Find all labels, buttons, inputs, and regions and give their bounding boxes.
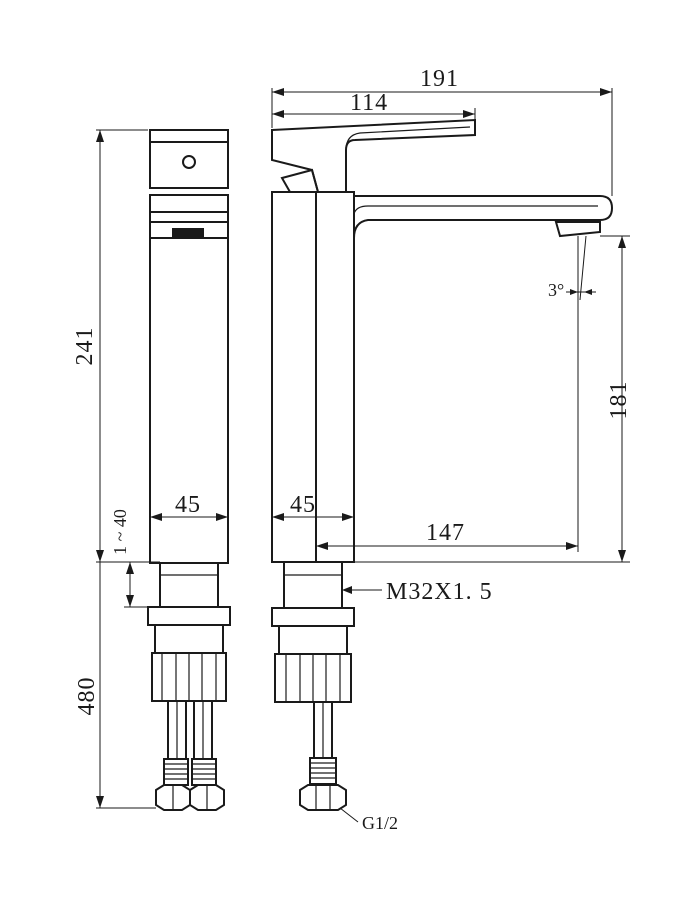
- front-aerator-icon: [172, 228, 204, 238]
- side-hose-braid-icon: [309, 757, 337, 785]
- front-hose-braid-icon: [163, 758, 217, 786]
- front-shank: [159, 562, 219, 608]
- dim-counter-thickness: 1 ~ 40: [110, 509, 130, 555]
- side-shank: [283, 561, 343, 609]
- dim-overall-length: 191: [420, 66, 459, 92]
- side-aerator-icon: [554, 221, 601, 238]
- dim-spout-height: 181: [606, 381, 632, 420]
- callout-thread: M32X1. 5: [386, 579, 493, 605]
- dim-total-height: 241: [72, 327, 98, 366]
- dim-front-width: 45: [175, 492, 201, 518]
- dim-spout-projection: 147: [426, 520, 465, 546]
- dim-spout-angle: 3°: [548, 280, 564, 300]
- front-hex-nut-right-icon: [189, 784, 225, 811]
- front-view: [147, 129, 231, 811]
- dimension-lines: [96, 88, 630, 823]
- side-lever-handle: [271, 118, 476, 193]
- front-handle-indicator-icon: [182, 155, 196, 169]
- dim-side-width: 45: [290, 492, 316, 518]
- dim-hose-length: 480: [74, 677, 100, 716]
- side-view: [271, 118, 614, 811]
- side-hex-nut-icon: [299, 784, 347, 811]
- dim-handle-reach: 114: [350, 90, 388, 116]
- callout-inlet: G1/2: [362, 813, 398, 833]
- front-handle: [149, 129, 229, 189]
- side-spout: [353, 195, 614, 239]
